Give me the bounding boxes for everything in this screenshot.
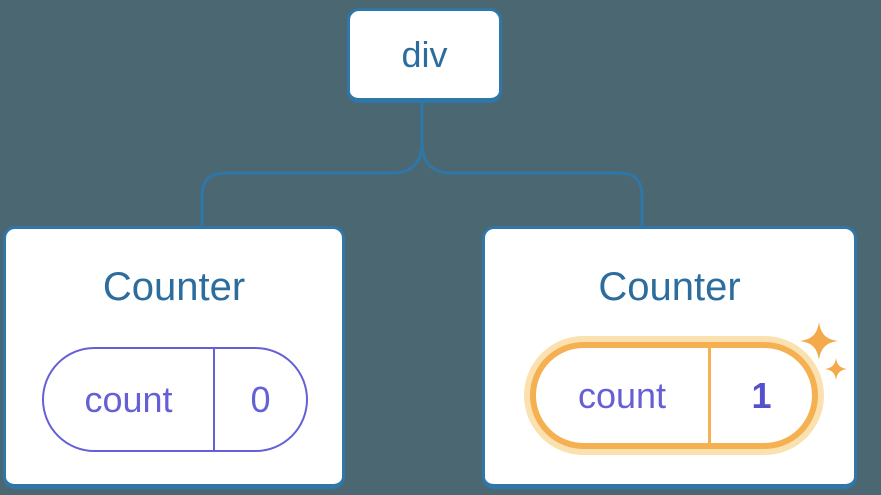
state-key: count [536, 348, 711, 443]
state-value: 0 [215, 349, 306, 450]
component-title: Counter [102, 265, 246, 309]
state-value-label: 0 [250, 378, 271, 420]
connector-path [200, 101, 644, 227]
state-key: count [44, 349, 215, 450]
state-pill-highlighted: count 1 [530, 342, 818, 449]
root-node-div: div [347, 8, 502, 103]
state-value: 1 [711, 348, 812, 443]
component-title: Counter [598, 265, 741, 309]
sparkle-large-icon [800, 322, 838, 360]
root-node-label: div [401, 33, 448, 75]
state-key-label: count [577, 374, 667, 416]
sparkle-small-icon [825, 358, 847, 380]
counter-card-right: Counter count 1 [482, 226, 857, 489]
state-key-label: count [84, 378, 173, 420]
counter-card-left: Counter count 0 [3, 226, 345, 489]
state-value-label: 1 [751, 374, 772, 416]
state-pill: count 0 [42, 347, 308, 452]
